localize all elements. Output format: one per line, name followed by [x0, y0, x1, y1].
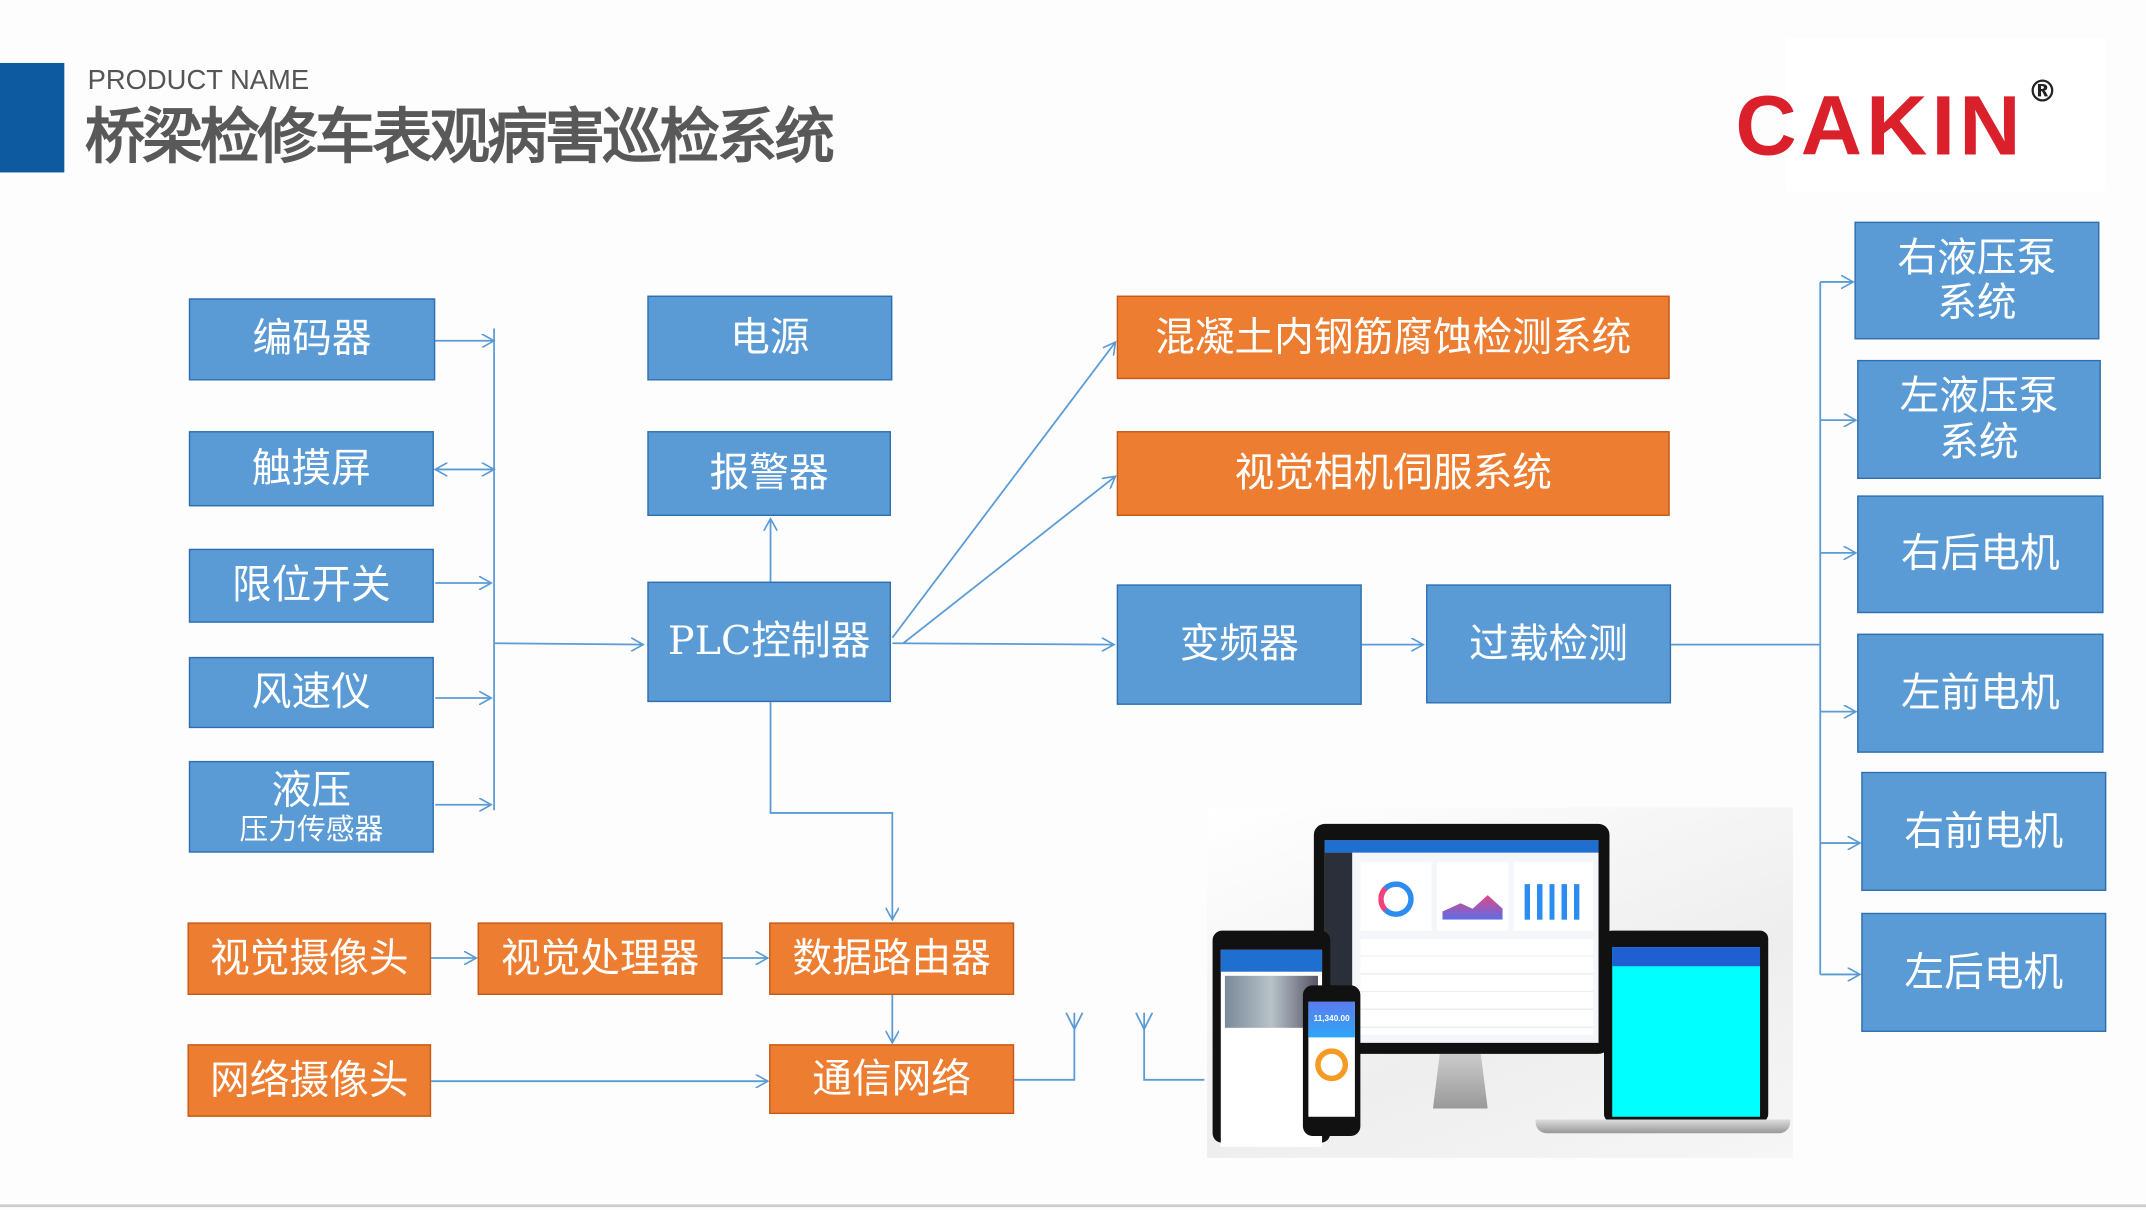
- monitor-stand: [1432, 1053, 1488, 1109]
- left-pump-box: 左液压泵系统: [1857, 359, 2101, 480]
- phone-value: 11,340.00: [1308, 1001, 1355, 1038]
- phone: 11,340.00: [1302, 985, 1361, 1136]
- inverter-box: 变频器: [1116, 584, 1362, 705]
- alarm-box: 报警器: [647, 431, 891, 516]
- right-pump-box: 右液压泵系统: [1854, 221, 2100, 340]
- logo-text: CAKIN: [1735, 79, 2025, 174]
- power-box: 电源: [647, 295, 893, 381]
- camera-servo-box: 视觉相机伺服系统: [1116, 431, 1670, 516]
- right-rear-motor-box: 右后电机: [1857, 495, 2104, 614]
- encoder-box: 编码器: [188, 298, 436, 381]
- touchscreen-box: 触摸屏: [188, 431, 434, 507]
- devices-image: 11,340.00: [1207, 807, 1793, 1158]
- vision-processor-box: 视觉处理器: [477, 922, 723, 995]
- subtitle: PRODUCT NAME: [87, 65, 310, 96]
- plc-box: PLC控制器: [647, 581, 891, 703]
- monitor: [1313, 823, 1610, 1054]
- right-front-motor-box: 右前电机: [1861, 771, 2107, 891]
- network-camera-box: 网络摄像头: [187, 1044, 432, 1117]
- anemometer-box: 风速仪: [188, 656, 434, 729]
- left-rear-motor-box: 左后电机: [1861, 912, 2107, 1032]
- hydraulic-sensor-box: 液压压力传感器: [188, 760, 434, 853]
- laptop: [1603, 930, 1769, 1123]
- concrete-detection-box: 混凝土内钢筋腐蚀检测系统: [1116, 295, 1670, 380]
- accent-bar: [0, 62, 65, 173]
- registered-mark: ®: [2027, 75, 2058, 110]
- divider: [0, 1204, 2146, 1208]
- left-front-motor-box: 左前电机: [1857, 633, 2104, 753]
- laptop-base: [1535, 1119, 1791, 1134]
- overload-box: 过载检测: [1426, 584, 1672, 704]
- logo-background: [1786, 38, 2105, 192]
- cakin-logo: CAKIN®: [1735, 75, 2058, 175]
- limit-switch-box: 限位开关: [188, 548, 434, 623]
- page-title: 桥梁检修车表观病害巡检系统: [84, 102, 835, 173]
- data-router-box: 数据路由器: [769, 922, 1015, 995]
- comm-network-box: 通信网络: [769, 1044, 1015, 1115]
- vision-camera-box: 视觉摄像头: [187, 922, 432, 995]
